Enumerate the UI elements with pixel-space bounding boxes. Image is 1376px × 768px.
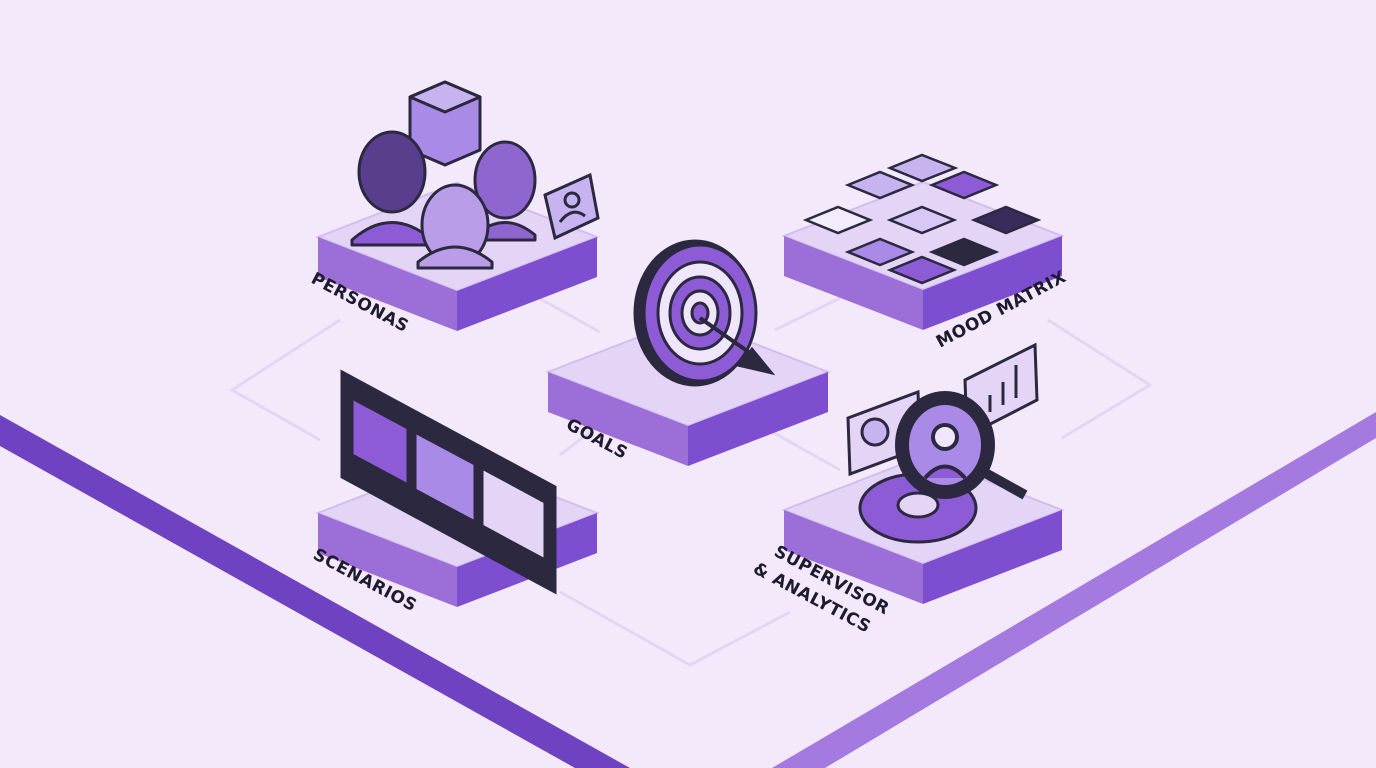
arrow-icon <box>698 316 776 376</box>
people-icon <box>350 80 537 270</box>
personas-module: PERSONAS <box>308 80 600 337</box>
goals-module: GOALS <box>545 239 831 466</box>
scenarios-module: SCENARIOS <box>310 369 600 616</box>
chat-user-icon <box>543 172 600 241</box>
left-floor-rail <box>0 415 630 768</box>
film-strip-icon <box>340 369 557 595</box>
supervisor-analytics-module: SUPERVISOR & ANALYTICS <box>750 342 1065 638</box>
mood-grid-icon <box>802 153 1042 285</box>
magnifier-user-icon <box>895 391 1028 500</box>
right-floor-rail <box>772 412 1376 768</box>
mood-matrix-module: MOOD MATRIX <box>781 153 1070 352</box>
target-icon <box>633 239 758 387</box>
